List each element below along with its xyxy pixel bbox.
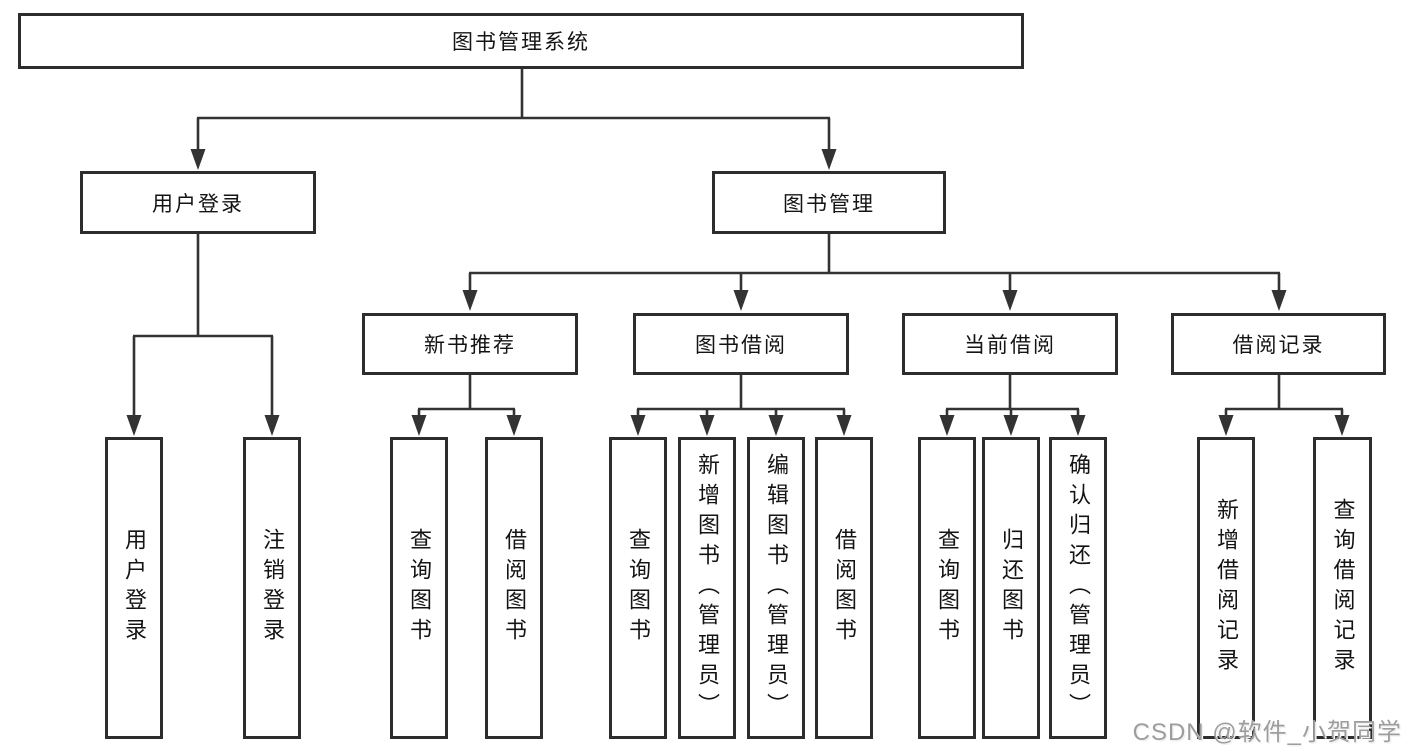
leaf-query-borrow-record: 查询借阅记录 <box>1313 437 1372 739</box>
leaf-return-book: 归还图书 <box>982 437 1040 739</box>
node-label: 用户登录 <box>152 192 244 216</box>
leaf-label: 归还图书 <box>999 528 1024 648</box>
leaf-borrow-books: 借阅图书 <box>815 437 873 739</box>
node-label: 当前借阅 <box>964 334 1056 357</box>
node-label: 新书推荐 <box>424 334 516 357</box>
leaf-edit-book-admin: 编辑图书（管理员） <box>747 437 805 739</box>
leaf-label: 查询图书 <box>626 528 651 648</box>
node-system-root: 图书管理系统 <box>18 13 1024 69</box>
node-book-borrowing: 图书借阅 <box>633 313 849 375</box>
leaf-borrow-books-recommend: 借阅图书 <box>485 437 543 739</box>
leaf-label: 查询图书 <box>935 528 960 648</box>
node-borrow-records: 借阅记录 <box>1171 313 1386 375</box>
leaf-label: 借阅图书 <box>832 528 857 648</box>
csdn-watermark: CSDN @软件_小贺同学 <box>1132 719 1402 746</box>
leaf-user-login: 用户登录 <box>105 437 163 739</box>
leaf-add-borrow-record: 新增借阅记录 <box>1197 437 1255 739</box>
leaf-add-book-admin: 新增图书（管理员） <box>678 437 736 739</box>
leaf-label: 查询图书 <box>407 528 432 648</box>
leaf-confirm-return-admin: 确认归还（管理员） <box>1049 437 1107 739</box>
node-new-book-recommend: 新书推荐 <box>362 313 578 375</box>
leaf-label: 注销登录 <box>260 528 285 648</box>
leaf-label: 查询借阅记录 <box>1330 498 1356 678</box>
leaf-label: 确认归还（管理员） <box>1066 453 1091 723</box>
leaf-query-books-borrowing: 查询图书 <box>609 437 667 739</box>
leaf-query-books-current: 查询图书 <box>918 437 976 739</box>
leaf-label: 新增借阅记录 <box>1214 498 1239 678</box>
leaf-label: 编辑图书（管理员） <box>764 453 789 723</box>
leaf-query-books-recommend: 查询图书 <box>390 437 448 739</box>
node-label: 图书管理 <box>783 192 875 216</box>
node-book-management-branch: 图书管理 <box>712 171 946 234</box>
leaf-label: 新增图书（管理员） <box>695 453 720 723</box>
node-user-login-branch: 用户登录 <box>80 171 316 234</box>
node-label: 借阅记录 <box>1232 334 1325 357</box>
leaf-label: 借阅图书 <box>502 528 527 648</box>
leaf-label: 用户登录 <box>122 528 147 648</box>
node-label: 图书管理系统 <box>452 31 590 54</box>
node-current-borrowing: 当前借阅 <box>902 313 1118 375</box>
node-label: 图书借阅 <box>695 334 787 357</box>
leaf-logout: 注销登录 <box>243 437 301 739</box>
